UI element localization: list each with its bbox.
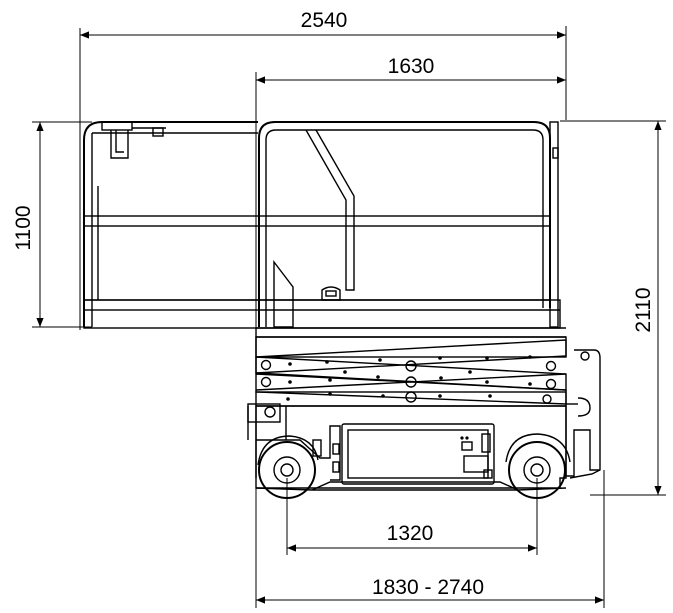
main-platform-guardrail — [258, 121, 560, 328]
chassis-body — [247, 403, 567, 491]
guardrail-height-label: 1100 — [12, 205, 35, 250]
platform-extension-label: 1830 - 2740 — [372, 576, 484, 599]
platform-length-label: 1630 — [388, 55, 435, 78]
platform-deck — [83, 299, 566, 356]
dimension-overall-height: 2110 — [560, 120, 666, 496]
overall-height-label: 2110 — [632, 287, 655, 332]
rear-end-frame — [565, 349, 601, 479]
battery-compartment — [341, 423, 495, 485]
front-wheel — [257, 435, 319, 499]
wheelbase-label: 1320 — [387, 522, 434, 545]
scissor-pins — [260, 355, 557, 404]
extension-deck-guardrail — [83, 121, 260, 327]
dimension-overall-length: 2540 — [79, 9, 567, 330]
dimension-platform-extension: 1830 - 2740 — [255, 410, 605, 608]
dimension-platform-length: 1630 — [255, 55, 567, 330]
dimension-guardrail-height: 1100 — [12, 121, 92, 328]
overall-length-label: 2540 — [301, 9, 348, 32]
dimension-wheelbase: 1320 — [286, 478, 538, 555]
rear-wheel — [505, 433, 571, 499]
